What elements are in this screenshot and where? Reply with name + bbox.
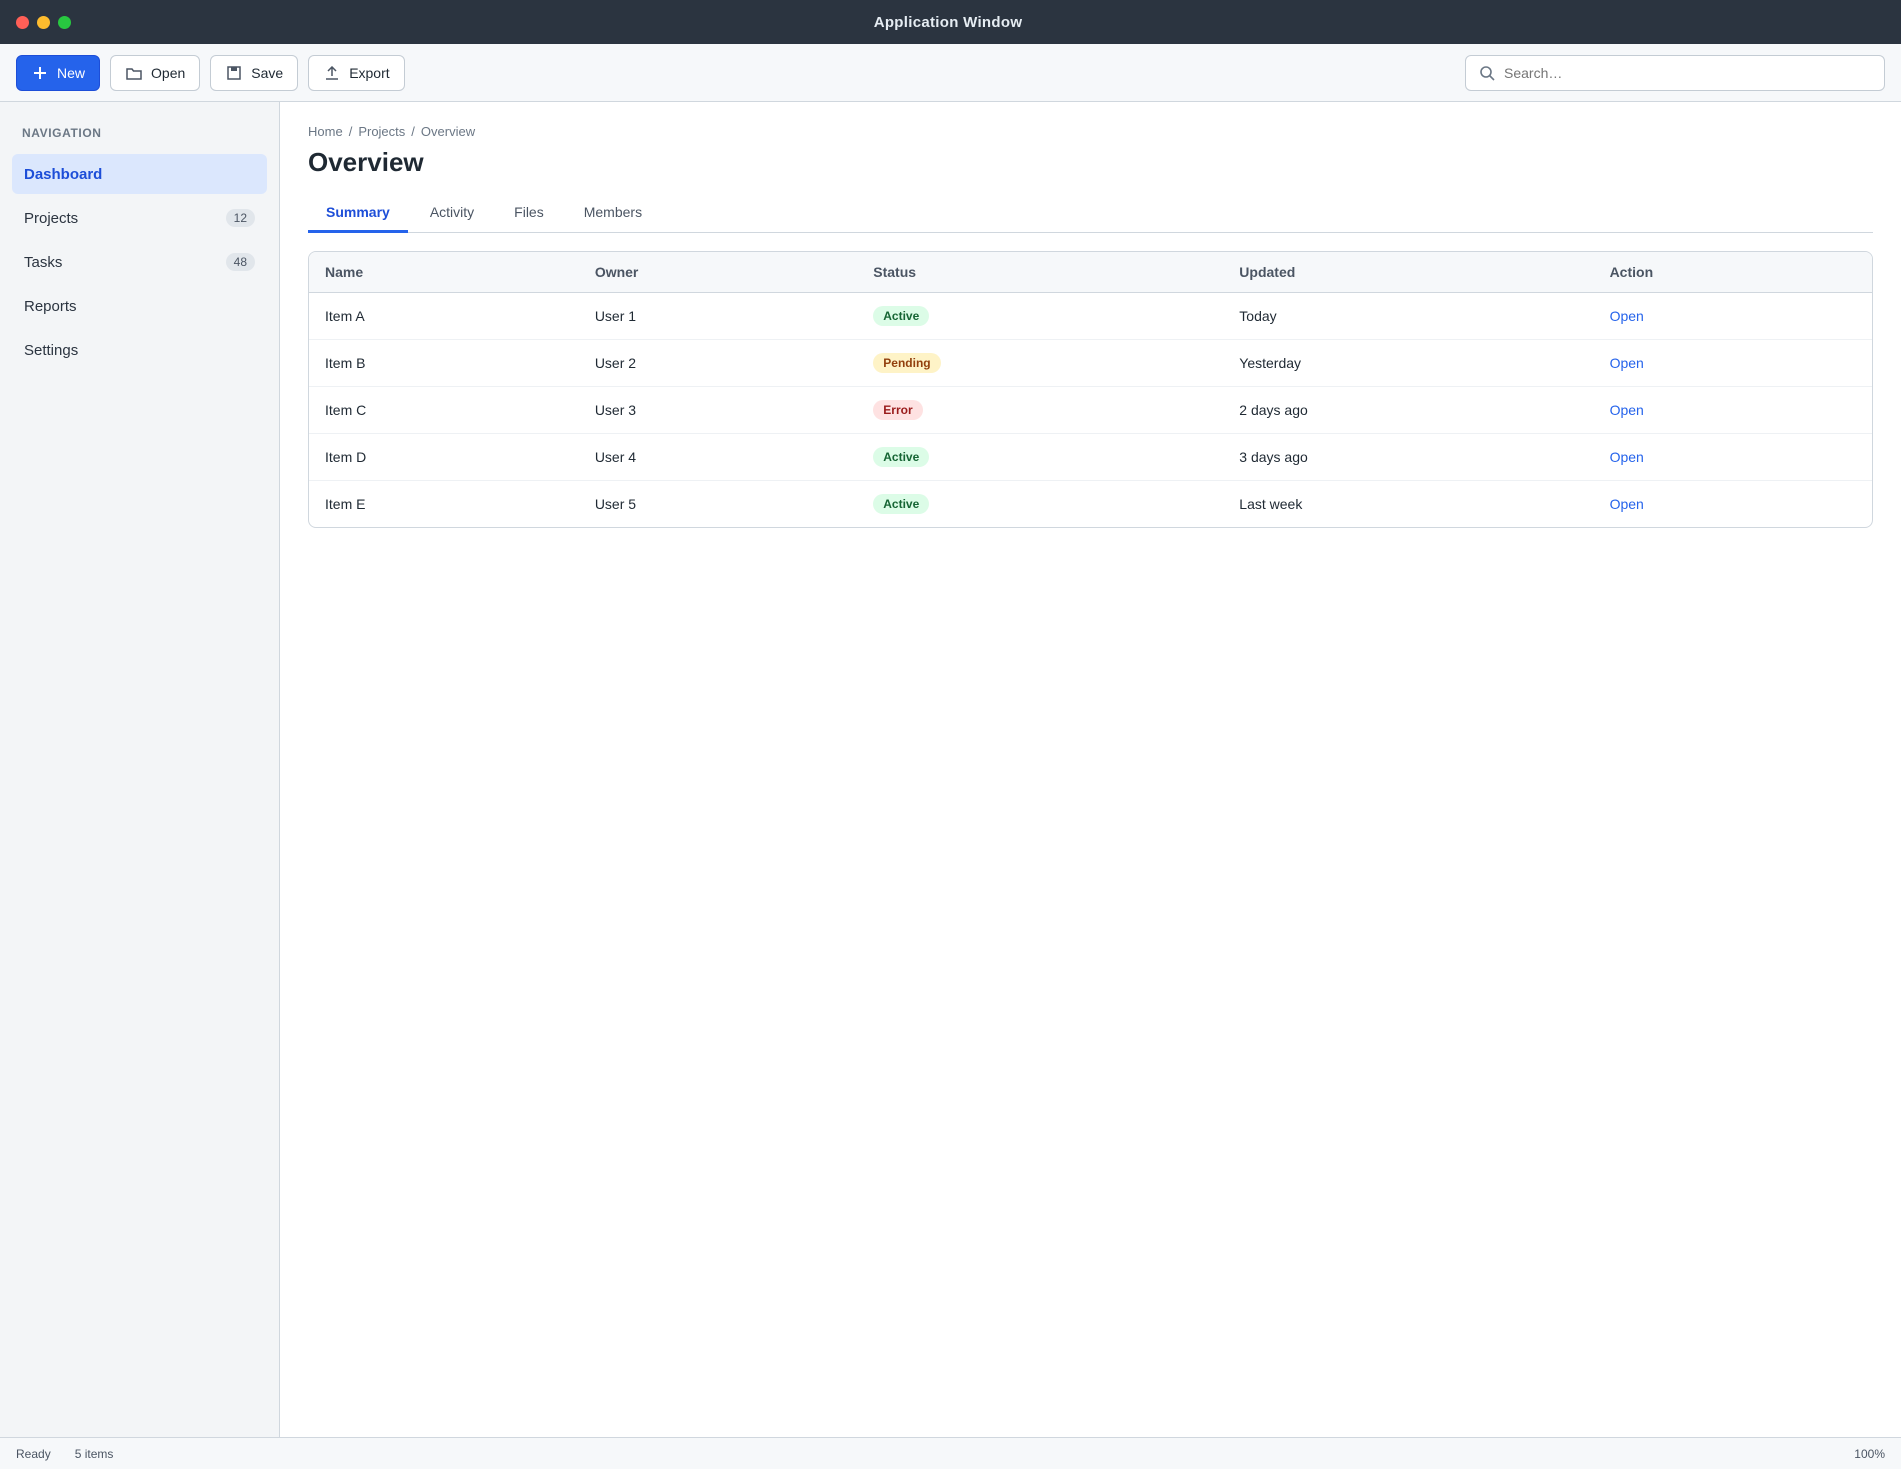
title-bar: Application Window [0, 0, 1901, 44]
cell-name: Item A [309, 292, 579, 340]
status-bar: Ready 5 items 100% [0, 1437, 1901, 1469]
page-title: Overview [308, 147, 424, 177]
folder-icon [125, 64, 143, 82]
status-badge: Error [873, 400, 923, 420]
cell-name: Item B [309, 339, 579, 387]
open-row-link[interactable]: Open [1609, 496, 1644, 512]
table-row[interactable]: Item E User 5 Active Last week Open [309, 481, 1872, 528]
sidebar-item-count: 48 [225, 253, 255, 271]
sidebar: Navigation Dashboard Projects 12 Tasks 4… [0, 102, 280, 1437]
toolbar: New Open Save Export [0, 44, 1901, 102]
plus-icon [31, 64, 49, 82]
sidebar-item-label: Tasks [24, 253, 63, 271]
export-button[interactable]: Export [308, 54, 405, 91]
open-row-link[interactable]: Open [1609, 308, 1644, 324]
column-header[interactable]: Name [309, 252, 579, 293]
sidebar-item-label: Dashboard [24, 165, 103, 183]
search-box [1465, 54, 1885, 91]
new-button[interactable]: New [16, 54, 101, 91]
breadcrumb: Home / Projects / Overview [308, 124, 476, 139]
content-area: Navigation Dashboard Projects 12 Tasks 4… [0, 102, 1901, 1437]
cell-owner: User 4 [578, 433, 858, 481]
main-panel: Home / Projects / Overview Overview Summ… [280, 102, 1901, 1437]
sidebar-item-label: Reports [24, 297, 77, 315]
table-row[interactable]: Item D User 4 Active 3 days ago Open [309, 433, 1872, 481]
cell-owner: User 5 [594, 496, 637, 512]
tab-bar: Summary Activity Files Members [308, 194, 1873, 233]
open-row-link[interactable]: Open [1609, 449, 1644, 465]
sidebar-item-dashboard[interactable]: Dashboard [12, 154, 267, 194]
close-window-button[interactable] [16, 15, 29, 29]
breadcrumb-item: Overview [420, 124, 476, 139]
cell-name: Item D [309, 433, 579, 481]
zoom-level[interactable]: 100% [1854, 1446, 1885, 1461]
status-badge: Active [873, 494, 930, 514]
cell-owner: User 2 [578, 339, 858, 387]
sidebar-item-label: Projects [24, 209, 79, 227]
status-badge: Pending [873, 353, 941, 373]
cell-owner: User 1 [578, 292, 858, 340]
open-row-link[interactable]: Open [1609, 355, 1644, 371]
sidebar-item-settings[interactable]: Settings [12, 330, 267, 370]
new-button-label: New [57, 64, 86, 81]
cell-name: Item C [309, 386, 579, 434]
sidebar-item-label: Settings [24, 341, 79, 359]
open-button[interactable]: Open [110, 54, 201, 91]
column-header[interactable]: Status [857, 252, 1224, 293]
table-header-row: Name Owner Status Updated Action [309, 252, 1872, 293]
tab-files[interactable]: Files [514, 204, 544, 220]
window-title: Application Window [873, 13, 1023, 31]
breadcrumb-item[interactable]: Home [308, 124, 343, 139]
sidebar-item-count: 12 [225, 209, 255, 227]
sidebar-item-tasks[interactable]: Tasks 48 [12, 242, 267, 282]
tab-members[interactable]: Members [583, 204, 643, 220]
save-icon [225, 64, 243, 82]
status-badge: Active [873, 306, 930, 326]
tab-activity[interactable]: Activity [429, 204, 475, 220]
export-button-label: Export [349, 64, 390, 81]
window-controls [16, 15, 71, 29]
open-button-label: Open [151, 64, 186, 81]
cell-updated: Today [1223, 292, 1594, 340]
cell-updated: Last week [1239, 496, 1303, 512]
minimize-window-button[interactable] [37, 15, 50, 29]
table-row[interactable]: Item C User 3 Error 2 days ago Open [309, 386, 1872, 434]
cell-updated: 3 days ago [1223, 433, 1594, 481]
column-header[interactable]: Updated [1223, 252, 1594, 293]
column-header[interactable]: Owner [578, 252, 858, 293]
breadcrumb-item[interactable]: Projects [358, 124, 406, 139]
item-count: 5 items [74, 1446, 114, 1461]
sidebar-item-projects[interactable]: Projects 12 [12, 198, 267, 238]
status-text: Ready [16, 1446, 51, 1461]
sidebar-item-reports[interactable]: Reports [12, 286, 267, 326]
sidebar-heading: Navigation [22, 126, 102, 140]
save-button[interactable]: Save [210, 54, 299, 91]
table-row[interactable]: Item B User 2 Pending Yesterday Open [309, 339, 1872, 387]
tab-summary[interactable]: Summary [308, 194, 408, 233]
export-icon [323, 64, 341, 82]
column-header: Action [1593, 252, 1872, 293]
open-row-link[interactable]: Open [1609, 402, 1644, 418]
maximize-window-button[interactable] [58, 15, 71, 29]
cell-owner: User 3 [578, 386, 858, 434]
status-badge: Active [873, 447, 930, 467]
save-button-label: Save [251, 64, 284, 81]
cell-name: Item E [325, 496, 366, 512]
table-row[interactable]: Item A User 1 Active Today Open [309, 292, 1872, 340]
data-table: Name Owner Status Updated Action Item A … [308, 251, 1873, 528]
cell-updated: Yesterday [1223, 339, 1594, 387]
cell-updated: 2 days ago [1223, 386, 1594, 434]
search-input[interactable] [1504, 64, 1872, 81]
search-icon [1478, 64, 1496, 82]
